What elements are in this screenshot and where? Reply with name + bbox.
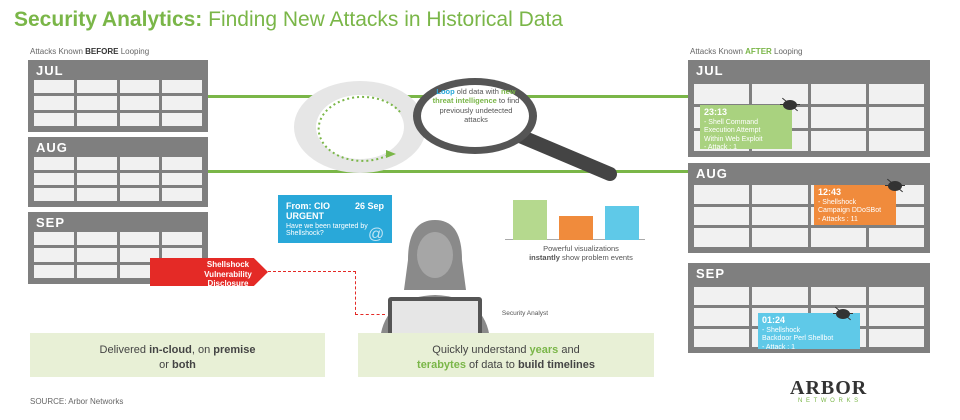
magnifier-icon bbox=[413, 78, 617, 181]
event-line: Within Web Exploit bbox=[704, 135, 763, 143]
month-label-jul: JUL bbox=[36, 63, 64, 78]
disclosure-line1: Shellshock bbox=[206, 260, 250, 269]
calendar-grid bbox=[34, 80, 202, 126]
calendar-grid bbox=[694, 185, 924, 247]
event-line: Campaign DDoSBot bbox=[818, 207, 882, 215]
cloud-text-b1: in-cloud bbox=[149, 344, 192, 356]
timeline-text-g2: terabytes bbox=[417, 358, 466, 371]
calendar-grid bbox=[34, 157, 202, 201]
loop-text-w3: new threat intelligence bbox=[432, 87, 516, 106]
month-label-aug: AUG bbox=[696, 166, 728, 181]
at-sign-icon: @ bbox=[368, 226, 385, 243]
timeline-box: Quickly understand years and terabytes o… bbox=[358, 333, 654, 377]
after-header-pre: Attacks Known bbox=[690, 47, 746, 56]
loop-arrow-icon bbox=[294, 81, 426, 173]
before-header-pre: Attacks Known bbox=[30, 47, 86, 56]
disclosure-line3: Disclosure bbox=[207, 279, 249, 289]
after-header-post: Looping bbox=[771, 47, 803, 56]
email-date: 26 Sep bbox=[354, 201, 384, 211]
arbor-logo: ARBOR N E T W O R K S bbox=[790, 378, 867, 404]
cloud-text-p1: Delivered bbox=[99, 344, 150, 356]
logo-sub: N E T W O R K S bbox=[798, 398, 860, 404]
bug-icon bbox=[780, 100, 800, 110]
page-title: Security Analytics: Finding New Attacks … bbox=[14, 8, 563, 32]
email-urgent: URGENT bbox=[286, 211, 324, 221]
month-label-jul: JUL bbox=[696, 63, 724, 78]
timeline-text-b1: build timelines bbox=[517, 358, 595, 371]
cloud-text-p3: or bbox=[159, 358, 172, 371]
analyst-label: Security Analyst bbox=[501, 310, 549, 317]
analyst-figure-icon bbox=[380, 220, 490, 340]
connector-mid bbox=[205, 170, 695, 173]
event-badge-jul: 23:13 - Shell Command Execution Attempt … bbox=[700, 105, 792, 151]
deployment-box: Delivered in-cloud, on premise or both bbox=[30, 333, 325, 377]
month-label-sep: SEP bbox=[36, 215, 66, 230]
email-body: Have we been targeted by Shellshock? bbox=[286, 223, 368, 237]
event-line: - Shellshock bbox=[818, 198, 857, 206]
before-header-em: BEFORE bbox=[85, 47, 119, 56]
dashed-connector-h2 bbox=[355, 314, 385, 315]
month-label-sep: SEP bbox=[696, 266, 726, 281]
title-bold: Security Analytics: bbox=[14, 8, 203, 31]
loop-text-w1: Loop bbox=[436, 87, 455, 96]
dashed-connector-v bbox=[355, 271, 356, 315]
disclosure-arrow: Shellshock Vulnerability Disclosure bbox=[150, 258, 268, 286]
loop-text-w2: old data with bbox=[454, 87, 501, 96]
loop-text: Loop old data with new threat intelligen… bbox=[427, 87, 525, 125]
event-time: 12:43 bbox=[818, 187, 842, 197]
timeline-text-p3: of data to bbox=[465, 358, 518, 371]
title-rest: Finding New Attacks in Historical Data bbox=[202, 8, 563, 31]
after-month-sep: SEP 01:24 - Shellshock Backdoor Perl She… bbox=[688, 263, 930, 353]
viz-caption-bold: instantly bbox=[529, 253, 560, 262]
event-badge-aug: 12:43 - Shellshock Campaign DDoSBot - At… bbox=[814, 185, 896, 225]
before-header-post: Looping bbox=[118, 47, 150, 56]
dashed-connector-h bbox=[268, 271, 356, 272]
disclosure-line2: Vulnerability bbox=[204, 269, 252, 279]
after-month-aug: AUG 12:43 - Shellshock Campaign DDoSBot … bbox=[688, 163, 930, 253]
event-line: Execution Attempt bbox=[704, 127, 761, 135]
event-line: Backdoor Perl Shellbot bbox=[762, 335, 834, 343]
after-month-jul: JUL 23:13 - Shell Command Execution Atte… bbox=[688, 60, 930, 157]
before-header: Attacks Known BEFORE Looping bbox=[30, 47, 149, 56]
logo-name: ARBOR bbox=[790, 377, 868, 399]
cloud-text-b2: premise bbox=[213, 344, 256, 356]
viz-bar bbox=[513, 200, 547, 240]
viz-chart bbox=[505, 195, 645, 240]
event-time: 01:24 bbox=[762, 315, 786, 325]
cloud-text-p2: , on bbox=[191, 344, 214, 356]
event-line: - Attack : 1 bbox=[762, 343, 796, 351]
timeline-text-p1: Quickly understand bbox=[432, 344, 530, 356]
source-note: SOURCE: Arbor Networks bbox=[30, 397, 124, 406]
event-badge-sep: 01:24 - Shellshock Backdoor Perl Shellbo… bbox=[758, 313, 860, 351]
email-card: From: CIO 26 Sep URGENT Have we been tar… bbox=[278, 195, 392, 243]
viz-caption-line2: show problem events bbox=[559, 253, 633, 262]
email-from: From: CIO bbox=[286, 201, 330, 211]
after-header-em: AFTER bbox=[745, 47, 772, 56]
loop-text-w4: to find previously undetected attacks bbox=[439, 96, 520, 125]
cloud-text-b3: both bbox=[172, 358, 196, 371]
before-month-jul: JUL bbox=[28, 60, 208, 132]
event-line: - Attacks : 11 bbox=[818, 215, 858, 223]
bug-icon bbox=[885, 181, 905, 191]
bug-icon bbox=[833, 309, 853, 319]
event-line: - Shell Command bbox=[704, 118, 759, 126]
event-time: 23:13 bbox=[704, 107, 728, 117]
viz-bar bbox=[605, 206, 639, 240]
after-header: Attacks Known AFTER Looping bbox=[690, 47, 803, 56]
event-line: - Attack : 1 bbox=[704, 143, 738, 151]
event-line: - Shellshock bbox=[762, 326, 801, 334]
before-month-aug: AUG bbox=[28, 137, 208, 207]
timeline-text-g1: years bbox=[529, 344, 559, 356]
viz-caption: Powerful visualizations instantly show p… bbox=[500, 244, 662, 262]
timeline-text-p2: and bbox=[558, 344, 580, 356]
month-label-aug: AUG bbox=[36, 140, 68, 155]
viz-caption-line1: Powerful visualizations bbox=[543, 244, 619, 253]
viz-bar bbox=[559, 216, 593, 240]
